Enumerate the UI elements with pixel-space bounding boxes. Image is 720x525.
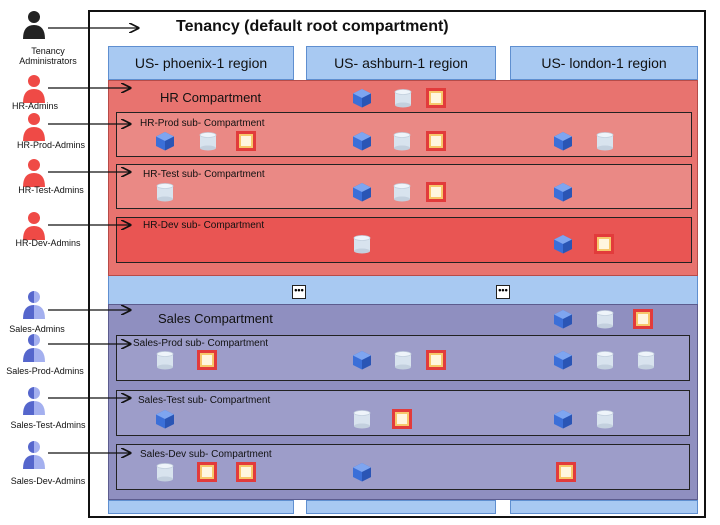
region-header-ashburn: US- ashburn-1 region (306, 46, 496, 80)
sales-compartment-label: Sales Compartment (158, 311, 273, 326)
database-cylinder-icon (156, 183, 174, 202)
storage-square-icon (197, 350, 217, 370)
storage-square-icon (556, 462, 576, 482)
compute-cube-icon (353, 463, 371, 482)
region-label-ashburn: US- ashburn-1 region (334, 55, 468, 71)
region-header-phoenix: US- phoenix-1 region (108, 46, 294, 80)
region-footer-phoenix (108, 500, 294, 514)
storage-square-icon (426, 131, 446, 151)
database-cylinder-icon (353, 235, 371, 254)
database-cylinder-icon (596, 132, 614, 151)
ellipsis-1: ••• (292, 285, 306, 299)
storage-square-icon (594, 234, 614, 254)
storage-square-icon (426, 350, 446, 370)
hr-dev-admins-person-icon (23, 212, 45, 240)
tenancy-admins-line2: Administrators (19, 56, 77, 66)
database-cylinder-icon (637, 351, 655, 370)
hr-admins-person-icon (23, 75, 45, 103)
storage-square-icon (236, 131, 256, 151)
sales-test-label: Sales-Test sub- Compartment (138, 395, 271, 406)
tenancy-admins-line1: Tenancy (31, 46, 65, 56)
region-gap-band (108, 276, 698, 304)
compute-cube-icon (554, 410, 572, 429)
hr-compartment-label: HR Compartment (160, 90, 262, 105)
database-cylinder-icon (353, 410, 371, 429)
compute-cube-icon (554, 310, 572, 329)
sales-test-admins-label: Sales-Test-Admins (10, 420, 86, 430)
sales-admins-label: Sales-Admins (9, 324, 65, 334)
hr-prod-label: HR-Prod sub- Compartment (140, 118, 265, 129)
compute-cube-icon (353, 132, 371, 151)
region-footer-london (510, 500, 698, 514)
hr-prod-admins-person-icon (23, 113, 45, 141)
tenancy-admins-label: Tenancy Administrators (3, 46, 93, 66)
compute-cube-icon (353, 183, 371, 202)
tenancy-title: Tenancy (default root compartment) (176, 18, 449, 35)
sales-prod-admins-label: Sales-Prod-Admins (6, 366, 84, 376)
compute-cube-icon (156, 410, 174, 429)
storage-square-icon (392, 409, 412, 429)
tenancy-admins-person-icon (23, 11, 45, 39)
compute-cube-icon (554, 132, 572, 151)
sales-test-admins-person-icon (23, 387, 45, 415)
database-cylinder-icon (394, 351, 412, 370)
hr-dev-admins-label: HR-Dev-Admins (15, 238, 81, 248)
compute-cube-icon (554, 235, 572, 254)
sales-prod-label: Sales-Prod sub- Compartment (133, 338, 269, 349)
hr-prod-admins-label: HR-Prod-Admins (16, 140, 85, 150)
database-cylinder-icon (394, 89, 412, 108)
database-cylinder-icon (596, 351, 614, 370)
database-cylinder-icon (596, 410, 614, 429)
sales-prod-admins-person-icon (23, 334, 45, 362)
ellipsis-2: ••• (496, 285, 510, 299)
storage-square-icon (426, 88, 446, 108)
region-footer-ashburn (306, 500, 496, 514)
hr-admins-label: HR-Admins (11, 101, 58, 111)
hr-test-admins-label: HR-Test-Admins (18, 185, 84, 195)
database-cylinder-icon (199, 132, 217, 151)
storage-square-icon (633, 309, 653, 329)
compute-cube-icon (156, 132, 174, 151)
storage-square-icon (426, 182, 446, 202)
database-cylinder-icon (596, 310, 614, 329)
compute-cube-icon (554, 351, 572, 370)
hr-dev-label: HR-Dev sub- Compartment (143, 220, 265, 231)
compute-cube-icon (353, 351, 371, 370)
sales-admins-person-icon (23, 291, 45, 319)
region-header-london: US- london-1 region (510, 46, 698, 80)
storage-square-icon (236, 462, 256, 482)
region-label-london: US- london-1 region (541, 55, 667, 71)
database-cylinder-icon (393, 183, 411, 202)
database-cylinder-icon (393, 132, 411, 151)
region-label-phoenix: US- phoenix-1 region (134, 55, 268, 71)
sales-dev-admins-person-icon (23, 441, 45, 469)
database-cylinder-icon (156, 351, 174, 370)
storage-square-icon (197, 462, 217, 482)
database-cylinder-icon (156, 463, 174, 482)
compute-cube-icon (353, 89, 371, 108)
compute-cube-icon (554, 183, 572, 202)
hr-test-admins-person-icon (23, 159, 45, 187)
sales-dev-admins-label: Sales-Dev-Admins (10, 476, 86, 486)
sales-dev-label: Sales-Dev sub- Compartment (140, 449, 272, 460)
hr-test-label: HR-Test sub- Compartment (143, 169, 265, 180)
